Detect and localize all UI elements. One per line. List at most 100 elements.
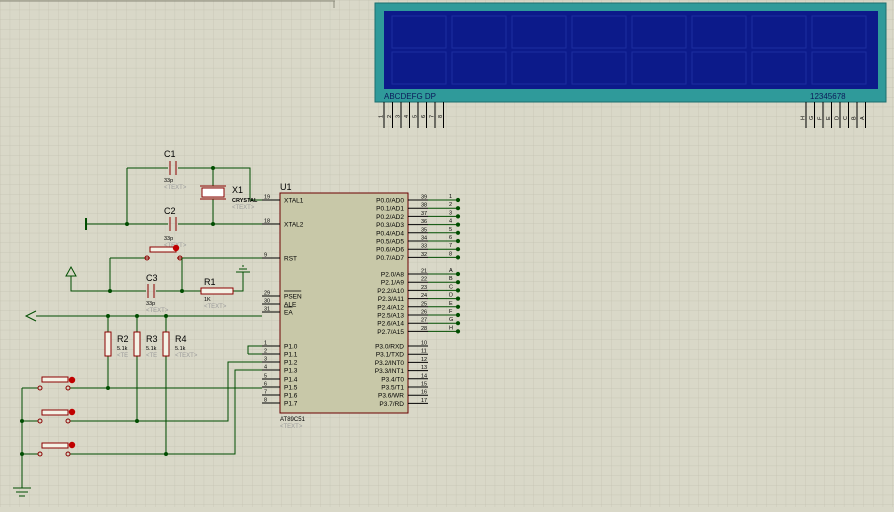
net-terminal [455,321,461,326]
u1-right-pins: 39P0.0/AD0138P0.1/AD1237P0.2/AD2336P0.3/… [375,194,461,408]
lcd-pin-label: G [809,116,815,120]
junction [211,166,215,170]
net-label: 1 [449,194,452,200]
u1-pin-number: 36 [421,219,427,225]
u1-pin-name: P0.3/AD3 [376,222,404,229]
u1-pin-name: P3.4/T0 [381,376,404,383]
reset-button-cap [149,246,177,253]
reset-circuit[interactable]: C3 33p <TEXT> R1 1K <TEXT> [65,244,262,314]
u1-pin-name: P0.1/AD1 [376,206,404,213]
u1-pin-name: P1.4 [284,377,298,384]
lcd-pin-label: 3 [396,115,402,118]
x1-body [201,187,225,198]
button-1-contact [65,385,71,391]
lcd-pin-label: 8 [438,115,444,118]
r3-ref: R3 [146,334,158,344]
pullup-network[interactable]: R2 5.1k <TE R3 5.1k <TE R4 5.1k <TEXT> [24,310,262,454]
net-terminal [455,197,461,203]
c1-value: 33p [164,178,173,184]
u1-pin-number: 33 [421,244,427,250]
ea-arrow-icon [24,310,37,322]
lcd-cell [691,51,747,85]
lcd-cell [391,51,447,85]
net-label: G [449,317,453,323]
net-terminal [455,238,461,244]
u1-pin-name: P3.2/INT0 [375,360,405,367]
button-3-wire [22,369,262,455]
lcd-screen [384,11,878,89]
u1-pin-name: XTAL2 [284,222,304,229]
u1-pin-name: P2.7/A15 [377,329,404,336]
net-label: 4 [449,219,452,225]
lcd-pin-label: C [843,116,849,120]
lcd-pin-label: 2 [387,115,393,118]
lcd-pin-label: 1 [379,115,385,118]
u1-pin-name: P3.5/T1 [381,385,404,392]
u1-pin-number: 9 [264,253,267,259]
button-1-indicator [68,376,76,384]
net-label: D [449,293,453,299]
x1-ref: X1 [232,185,243,195]
u1-pin-name: P2.0/A8 [381,272,405,279]
r3-value: 5.1k [146,346,157,352]
u1-pin-number: 21 [421,269,427,275]
u1-pin-name: P2.2/A10 [377,288,404,295]
lcd-pin-label: A [860,116,866,120]
lcd-pin-label: D [835,116,841,120]
net-terminal [455,255,461,260]
net-label: 6 [449,235,452,241]
u1-pin-name: P0.7/AD7 [376,255,404,262]
u1-pin-name: P2.3/A11 [378,296,405,303]
r1-body [200,287,234,295]
u1-body [279,192,409,414]
u1-pin-number: 29 [264,291,270,297]
u1-pin-name: EA [284,310,293,317]
u1-pin-name: P2.6/A14 [377,321,404,328]
u1-pin-number: 27 [421,318,427,324]
r3-text: <TE [146,353,157,359]
u1-pin-number: 18 [264,219,270,225]
net-label: 8 [449,251,452,257]
lcd-cell [571,15,627,49]
u1-pin-number: 17 [421,398,427,404]
u1-pin-name: P0.0/AD0 [376,198,404,205]
u1-pin-number: 26 [421,310,427,316]
net-label: 7 [449,243,452,249]
reset-button-indicator [172,244,180,252]
button-2-wire [22,361,262,422]
junction [164,452,168,456]
u1-pin-name: P3.1/TXD [376,352,404,359]
junction [106,386,110,390]
r1-wire [182,272,244,292]
junction [20,452,24,456]
push-buttons[interactable] [13,345,262,497]
u1-pin-number: 6 [264,382,267,388]
r2-text: <TE [117,353,128,359]
net-terminal [455,214,461,219]
u1-pin-name: P1.6 [284,393,298,400]
lcd-cell [631,15,687,49]
net-terminal [455,312,461,318]
button-1-cap [41,376,69,383]
u1-pin-name: P3.6/WR [378,393,404,400]
u1-pin-number: 32 [421,252,427,258]
u1-pin-name: P2.5/A13 [377,313,404,320]
r2-value: 5.1k [117,346,128,352]
button-3-cap [41,442,69,449]
button-1-contact [37,385,43,391]
lcd-cells [391,15,867,85]
u1-pin-number: 25 [421,301,427,307]
lcd-pin-label: 4 [404,115,410,118]
net-terminal [455,288,461,293]
lcd-pin-label: B [852,116,858,120]
r4-value: 5.1k [175,346,186,352]
c3-value: 33p [146,301,155,307]
reset-button-contact [144,255,150,261]
net-terminal [455,271,461,277]
lcd-cell [451,51,507,85]
u1-pin-number: 15 [421,382,427,388]
net-label: 5 [449,227,452,233]
